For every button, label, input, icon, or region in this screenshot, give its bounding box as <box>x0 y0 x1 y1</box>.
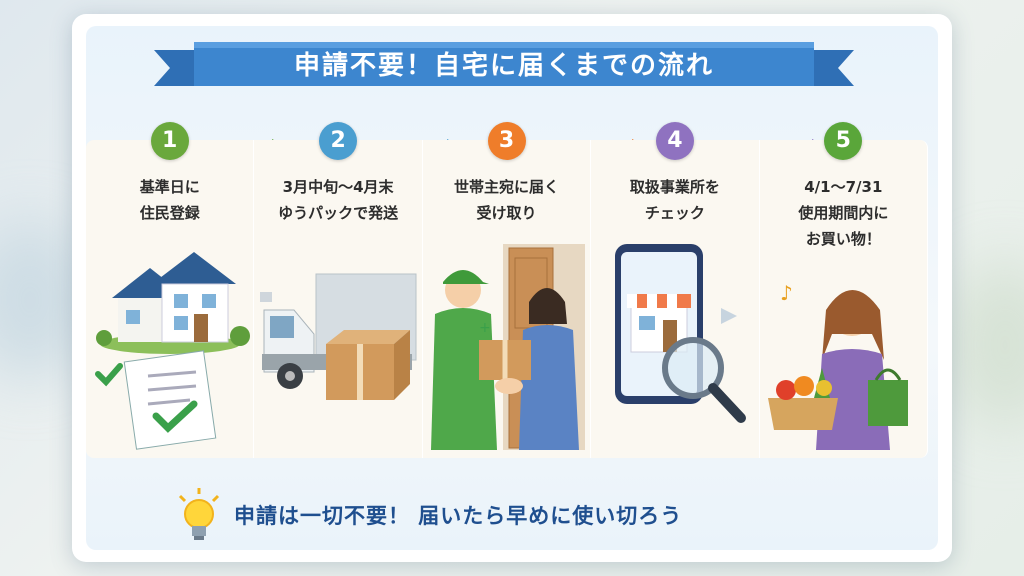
step-5-panel: 5 4/1〜7/31 使用期間内に お買い物！ ♪ <box>759 122 929 458</box>
footer-tip: 申請は一切不要！ 届いたら早めに使い切ろう <box>176 488 856 548</box>
step-5-line-1: 4/1〜7/31 <box>804 178 883 196</box>
handover-illustration: + <box>423 244 590 454</box>
step-4-line-2: チェック <box>644 204 705 222</box>
step-4-line-1: 取扱事業所を <box>629 178 720 196</box>
phone-search-illustration <box>591 244 758 454</box>
step-1-text: 基準日に 住民登録 <box>90 174 249 226</box>
footer-text: 申請は一切不要！ 届いたら早めに使い切ろう <box>234 504 683 528</box>
step-2-line-2: ゆうパックで発送 <box>278 204 399 222</box>
step-1-line-2: 住民登録 <box>139 204 200 222</box>
step-2-line-1: 3月中旬〜4月末 <box>282 178 394 196</box>
music-note-icon: ♪ <box>780 281 793 305</box>
step-4-number: 4 <box>655 122 694 160</box>
step-2-text: 3月中旬〜4月末 ゆうパックで発送 <box>258 174 417 226</box>
banner-ribbon-shape <box>154 42 854 86</box>
magnifier-icon <box>662 337 747 423</box>
step-5-line-3: お買い物！ <box>805 230 881 248</box>
flow-card: 申請不要！自宅に届くまでの流れ 1 基準日に 住民登録 <box>72 14 952 562</box>
title-banner: 申請不要！自宅に届くまでの流れ <box>154 40 854 88</box>
steps-panels: 1 基準日に 住民登録 <box>86 122 929 458</box>
step-1-line-1: 基準日に <box>139 178 200 196</box>
shopping-illustration: ♪ <box>760 264 927 454</box>
step-1-panel: 1 基準日に 住民登録 <box>86 122 255 458</box>
cardboard-box-icon <box>326 330 411 400</box>
lightbulb-icon <box>178 488 220 540</box>
svg-text:+: + <box>479 320 491 336</box>
house-checklist-illustration <box>86 244 253 454</box>
shopping-bag-icon <box>867 368 908 426</box>
step-3-text: 世帯主宛に届く 受け取り <box>427 174 586 226</box>
step-5-number: 5 <box>824 122 863 160</box>
step-2-number: 2 <box>319 122 358 160</box>
step-1-number: 1 <box>150 122 189 160</box>
step-5-text: 4/1〜7/31 使用期間内に お買い物！ <box>764 174 923 252</box>
vegetable-basket-icon <box>767 368 838 430</box>
step-3-line-2: 受け取り <box>476 204 537 222</box>
truck-illustration <box>254 244 421 454</box>
step-3-panel: 3 世帯主宛に届く 受け取り <box>422 122 592 458</box>
step-4-panel: 4 取扱事業所を チェック <box>591 122 760 458</box>
checklist-icon <box>94 350 217 450</box>
step-4-text: 取扱事業所を チェック <box>595 174 754 226</box>
step-5-line-2: 使用期間内に <box>798 204 889 222</box>
step-3-line-1: 世帯主宛に届く <box>454 178 560 196</box>
step-2-panel: 2 3月中旬〜4月末 ゆうパックで発送 <box>254 122 423 458</box>
package-box-icon <box>478 340 531 380</box>
page-title: 申請不要！自宅に届くまでの流れ <box>293 51 714 81</box>
step-3-number: 3 <box>487 122 526 160</box>
